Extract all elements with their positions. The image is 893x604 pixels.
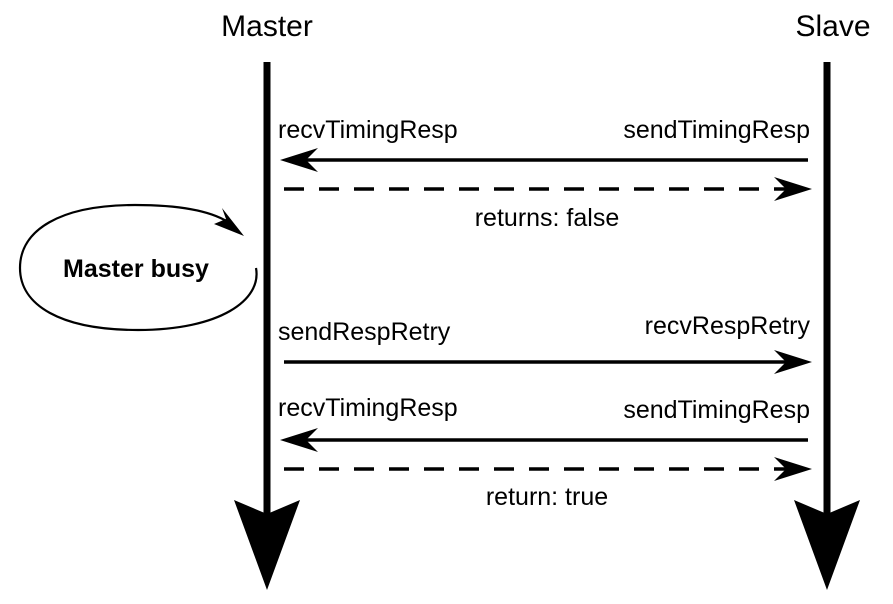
m1-arrow [280, 148, 808, 172]
slave-lifeline [794, 62, 860, 590]
master-busy-label: Master busy [63, 255, 209, 283]
m1-return-label: returns: false [475, 204, 620, 232]
m3-return-arrow [284, 457, 812, 481]
m1-left-label: recvTimingResp [278, 116, 458, 144]
master-busy-loop [18, 203, 258, 332]
m2-arrow [284, 350, 812, 374]
m2-left-label: sendRespRetry [278, 318, 451, 346]
slave-lifeline-arrowhead [794, 500, 860, 590]
master-lifeline-label: Master [221, 10, 313, 43]
m2-right-label: recvRespRetry [645, 312, 811, 340]
master-lifeline [234, 62, 300, 590]
m1-return-arrow [284, 177, 812, 201]
m1-right-label: sendTimingResp [623, 116, 810, 144]
m3-left-label: recvTimingResp [278, 394, 458, 422]
master-lifeline-arrowhead [234, 500, 300, 590]
m3-return-label: return: true [486, 483, 608, 511]
m3-arrow [280, 428, 808, 452]
busy-loop-arrowhead [214, 208, 244, 236]
m3-right-label: sendTimingResp [623, 396, 810, 424]
slave-lifeline-label: Slave [795, 10, 870, 43]
